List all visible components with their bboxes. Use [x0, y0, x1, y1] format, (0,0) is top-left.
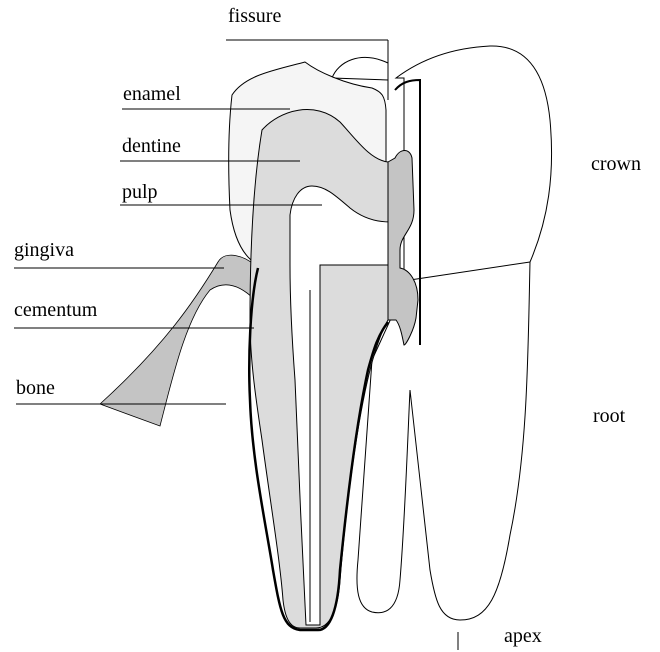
bone-shape — [100, 255, 258, 426]
dentine-label: dentine — [122, 136, 181, 156]
pulp-label: pulp — [122, 182, 158, 202]
cementum-label: cementum — [14, 300, 97, 320]
enamel-label: enamel — [123, 84, 181, 104]
apex-label: apex — [504, 626, 542, 646]
crown-label: crown — [591, 154, 641, 174]
fissure-label: fissure — [228, 6, 281, 26]
root-label: root — [593, 406, 625, 426]
gingiva-label: gingiva — [14, 240, 74, 260]
bone-label: bone — [16, 378, 55, 398]
